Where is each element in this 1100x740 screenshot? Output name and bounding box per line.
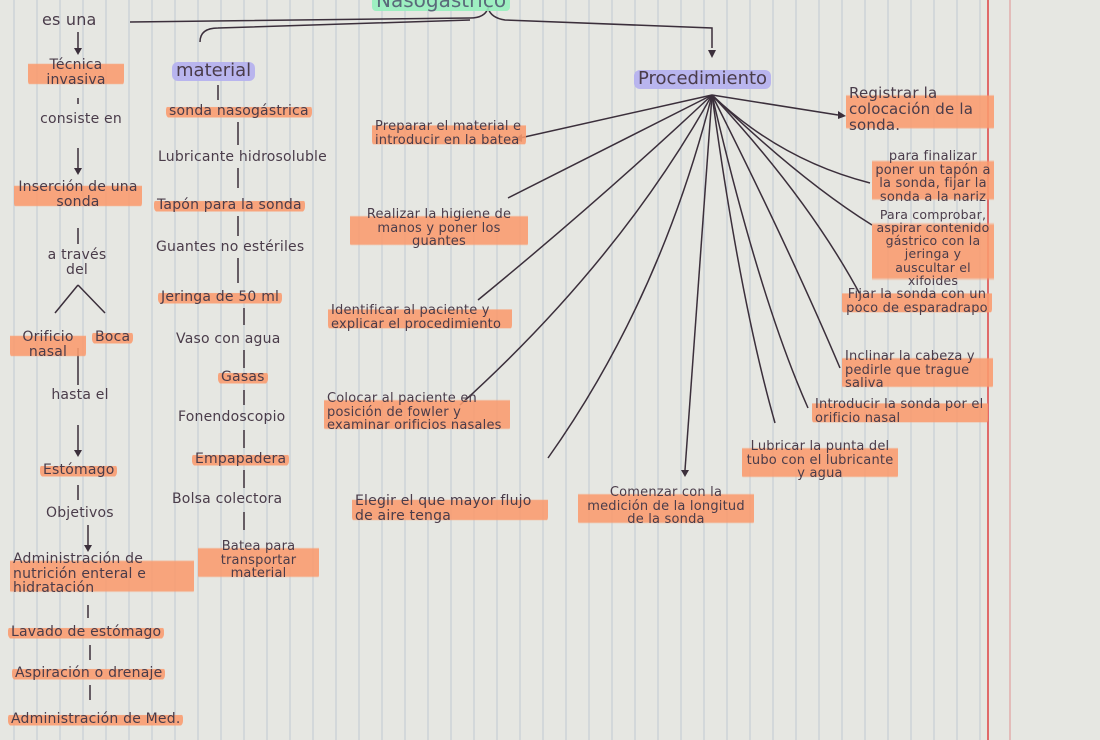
procedure-step: para finalizar poner un tapón a la sonda…	[872, 150, 994, 205]
ray-register	[711, 94, 839, 116]
notebook-ruling	[13, 0, 981, 740]
procedure-step: Comenzar con la medición de la longitud …	[578, 486, 754, 527]
ray-position	[459, 94, 713, 406]
nutrition-box: Administración de nutrición enteral e hi…	[10, 552, 194, 597]
procedure-step: Elegir el que mayor flujo de aire tenga	[352, 494, 548, 524]
material-connector-line	[199, 19, 471, 43]
procedure-step: Realizar la higiene de manos y poner los…	[350, 208, 528, 249]
ray-prepare	[519, 94, 713, 139]
ray-introduce	[711, 94, 809, 409]
ray-lubricate	[711, 94, 776, 424]
insertion-box: Inserción de una sonda	[14, 180, 142, 210]
stomach-box: Estómago	[40, 463, 118, 478]
material-item: Fonendoscopio	[178, 409, 286, 425]
material-item: Empapadera	[192, 452, 290, 467]
procedure-step: Preparar el material e introducir en la …	[372, 120, 526, 148]
material-item: Jeringa de 50 ml	[158, 290, 283, 305]
procedure-step: Inclinar la cabeza y pedirle que trague …	[842, 350, 993, 391]
material-item: Tapón para la sonda	[154, 198, 305, 213]
consists-label: consiste en	[40, 111, 122, 127]
technique-box: Técnica invasiva	[28, 58, 124, 88]
until-label: hasta el	[51, 387, 109, 403]
procedure-step: Colocar al paciente en posición de fowle…	[324, 392, 510, 433]
ray-check	[711, 94, 873, 226]
ray-measure	[684, 94, 713, 471]
procedure-step: Para comprobar, aspirar contenido gástri…	[872, 208, 994, 287]
material-header: material	[172, 61, 256, 81]
material-item: Guantes no estériles	[156, 239, 305, 255]
material-item: Vaso con agua	[176, 331, 281, 347]
procedure-step: Lubricar la punta del tubo con el lubric…	[742, 440, 898, 481]
ray-identify	[477, 94, 713, 301]
arrowhead	[74, 48, 82, 55]
nasal-orifice-box: Orificio nasal	[10, 330, 86, 360]
arrowhead	[681, 470, 689, 477]
ray-fix	[711, 94, 863, 299]
arrowhead	[74, 168, 82, 175]
procedure-step: Identificar al paciente y explicar el pr…	[328, 304, 512, 332]
procedure-step: Introducir la sonda por el orificio nasa…	[812, 398, 988, 426]
arrowhead	[74, 450, 82, 457]
procedure-step: Fijar la sonda con un poco de esparadrap…	[842, 288, 992, 316]
connectors	[54, 5, 873, 700]
diagram-title: Nasogástrico	[372, 0, 511, 11]
objectives-label: Objetivos	[46, 505, 114, 521]
lavage-box: Lavado de estómago	[8, 625, 165, 640]
arrowhead	[84, 545, 92, 552]
ray-finish	[711, 94, 871, 184]
ray-choose	[547, 94, 713, 459]
mouth-box: Boca	[92, 330, 134, 345]
medication-box: Administración de Med.	[8, 712, 184, 727]
material-item: Lubricante hidrosoluble	[158, 149, 327, 165]
ray-tilt	[711, 94, 841, 369]
material-item: Bolsa colectora	[172, 491, 283, 507]
material-item: sonda nasogástrica	[166, 104, 312, 119]
procedure-step: Registrar la colocación de la sonda.	[846, 85, 994, 134]
through-label: a través del	[47, 247, 107, 278]
ray-hygiene	[507, 94, 713, 199]
material-item: Batea para transportar material	[198, 540, 319, 581]
arrowhead	[838, 111, 846, 119]
es-una-label: es una	[42, 10, 97, 29]
material-item: Gasas	[218, 370, 268, 385]
split-arrow-lines	[54, 284, 106, 314]
procedure-header: Procedimiento	[634, 69, 772, 89]
aspiration-box: Aspiración o drenaje	[12, 666, 166, 681]
arrowhead	[708, 50, 716, 58]
